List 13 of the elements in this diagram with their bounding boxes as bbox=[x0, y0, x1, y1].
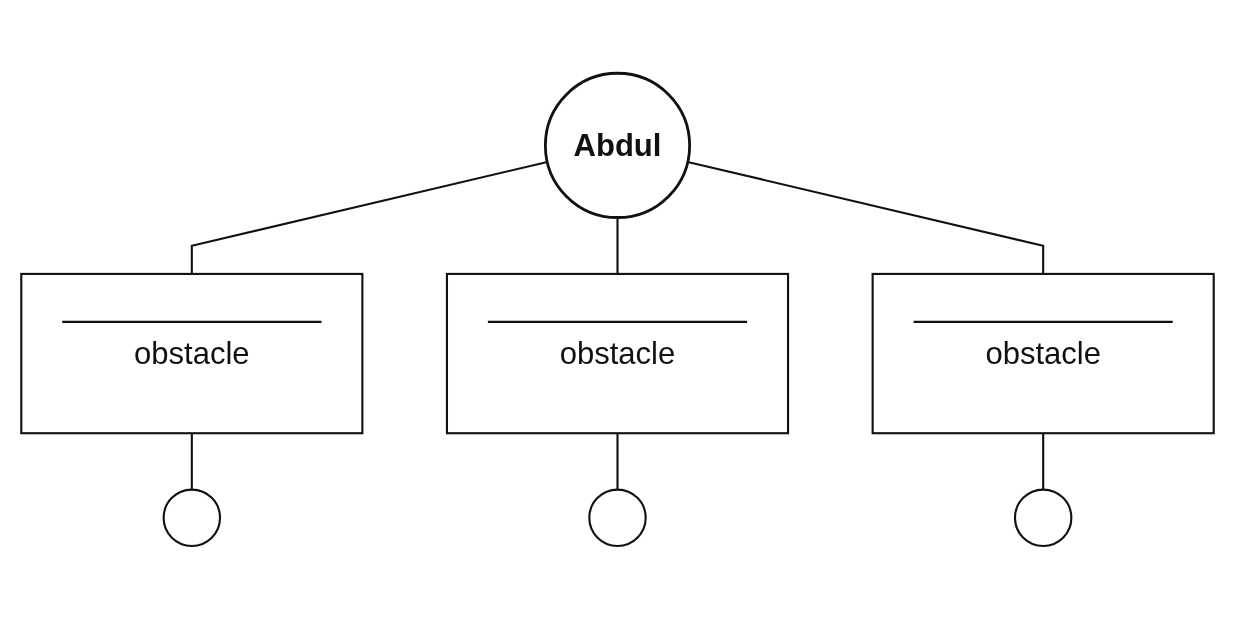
connector bbox=[190, 160, 548, 274]
connector bbox=[1042, 433, 1045, 490]
node-ellipse bbox=[1013, 488, 1073, 547]
node-box: obstacle bbox=[871, 272, 1215, 435]
node-ellipse bbox=[162, 488, 222, 547]
connector bbox=[687, 160, 1045, 274]
connector bbox=[190, 433, 193, 490]
node-box: obstacle bbox=[445, 272, 790, 435]
connector bbox=[616, 433, 619, 490]
connector bbox=[616, 217, 619, 274]
node-circle: Abdul bbox=[543, 71, 692, 219]
node-box: obstacle bbox=[20, 272, 364, 435]
node-ellipse bbox=[588, 488, 647, 547]
